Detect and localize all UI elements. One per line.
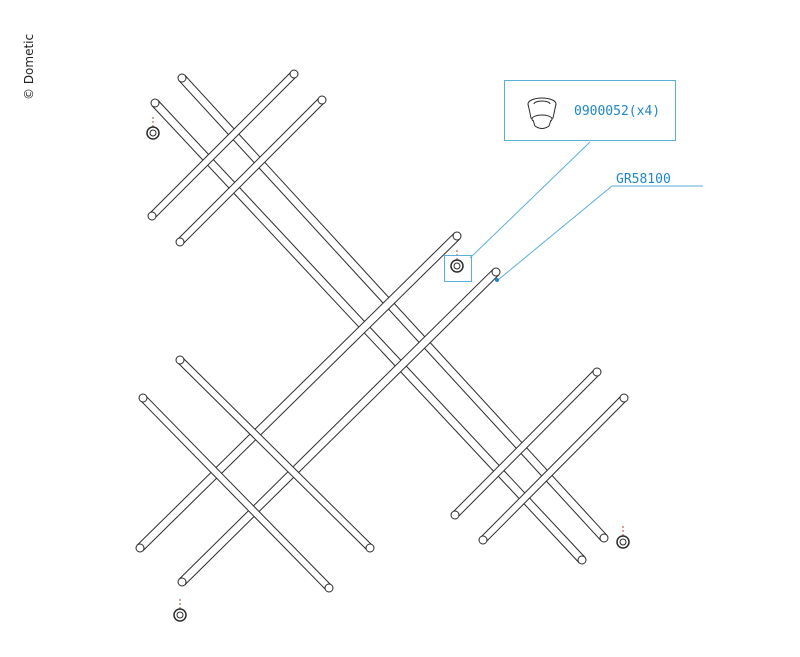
- tube-end-cap: [365, 543, 375, 553]
- grommet: [146, 117, 160, 140]
- copyright-text: © Dometic: [22, 33, 36, 100]
- frame-tube: [178, 74, 608, 542]
- tube-end-cap: [177, 577, 187, 587]
- tube-end-cap: [317, 95, 327, 105]
- frame-tube: [176, 356, 374, 552]
- tube-end-cap: [478, 535, 488, 545]
- tube-end-cap: [147, 211, 157, 221]
- grommet: [616, 526, 630, 549]
- grommet: [173, 599, 187, 622]
- grommet: [450, 250, 464, 273]
- tube-end-cap: [175, 237, 185, 247]
- part-number: GR58100: [616, 172, 671, 187]
- tube-end-cap: [150, 98, 160, 108]
- tube-end-cap: [491, 267, 501, 277]
- part-label-0900052: 0900052(x4): [574, 104, 660, 119]
- tube-end-cap: [599, 533, 609, 543]
- grommet-parts: [146, 117, 630, 622]
- tube-end-cap: [177, 73, 187, 83]
- tube-end-caps: [135, 69, 629, 593]
- tube-end-cap: [592, 367, 602, 377]
- frame-tubes: [136, 70, 628, 592]
- frame-tube: [136, 232, 461, 552]
- frame-tube: [139, 394, 333, 592]
- grommet-highlight-box: [444, 255, 472, 282]
- tube-end-cap: [289, 69, 299, 79]
- tube-end-cap: [452, 231, 462, 241]
- part-quantity: (x4): [628, 104, 661, 119]
- tube-end-cap: [175, 355, 185, 365]
- part-label-gr58100: GR58100: [616, 172, 671, 187]
- tube-end-cap: [138, 393, 148, 403]
- tube-end-cap: [135, 543, 145, 553]
- callout-leader-lines: [469, 141, 703, 282]
- part-callout-box: [504, 80, 676, 141]
- tube-end-cap: [324, 583, 334, 593]
- frame-tube: [151, 99, 586, 564]
- tube-end-cap: [619, 393, 629, 403]
- grommet-icon: [527, 97, 557, 129]
- tube-end-cap: [450, 510, 460, 520]
- part-number: 0900052: [574, 104, 629, 119]
- tube-end-cap: [577, 555, 587, 565]
- frame-tube: [178, 268, 500, 586]
